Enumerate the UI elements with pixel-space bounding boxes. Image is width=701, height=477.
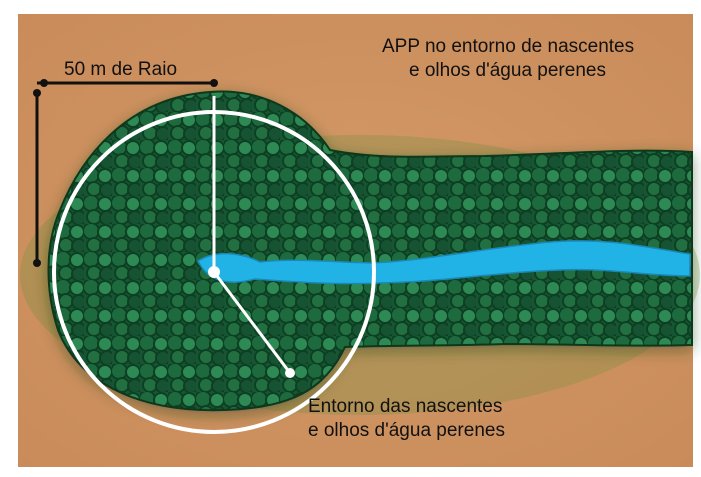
forest-band: [47, 90, 693, 412]
app-title-line1: APP no entorno de nascentes: [382, 36, 634, 57]
stream-icon: [197, 240, 691, 285]
scale-end-bottom-icon: [33, 259, 41, 267]
spring-point-icon: [208, 266, 220, 278]
surroundings-label-line1: Entorno das nascentes: [308, 396, 502, 417]
surroundings-pointer-line: [212, 271, 292, 374]
pointer-end-icon: [285, 368, 295, 378]
scale-end-right-icon: [210, 79, 218, 87]
scale-end-top-icon: [33, 89, 41, 97]
scale-end-left-icon: [40, 79, 48, 87]
app-title-line2: e olhos d'água perenes: [409, 60, 606, 81]
radius-label: 50 m de Raio: [64, 59, 177, 80]
surroundings-label-line2: e olhos d'água perenes: [308, 420, 505, 441]
